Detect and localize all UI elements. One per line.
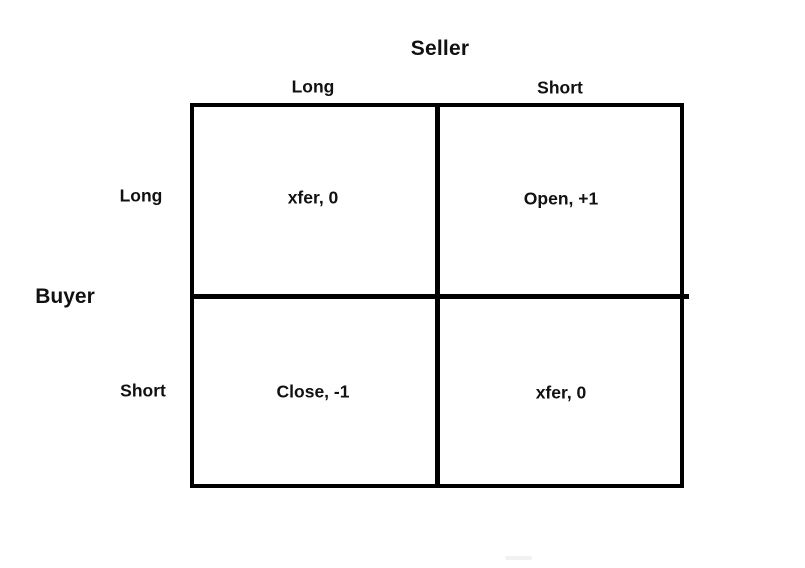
column-axis-title: Seller — [410, 37, 470, 60]
row-header-long: Long — [119, 185, 163, 206]
cell-buyer-short-seller-short: xfer, 0 — [535, 382, 587, 403]
cell-buyer-short-seller-long: Close, -1 — [276, 381, 350, 402]
cell-buyer-long-seller-long: xfer, 0 — [287, 187, 339, 208]
row-axis-title: Buyer — [35, 285, 95, 308]
column-header-long: Long — [291, 76, 335, 97]
column-header-short: Short — [537, 77, 583, 98]
bottom-smudge-artifact — [505, 556, 532, 560]
cell-buyer-long-seller-short: Open, +1 — [523, 188, 599, 209]
grid-horizontal-divider — [190, 294, 689, 299]
row-header-short: Short — [120, 380, 166, 401]
